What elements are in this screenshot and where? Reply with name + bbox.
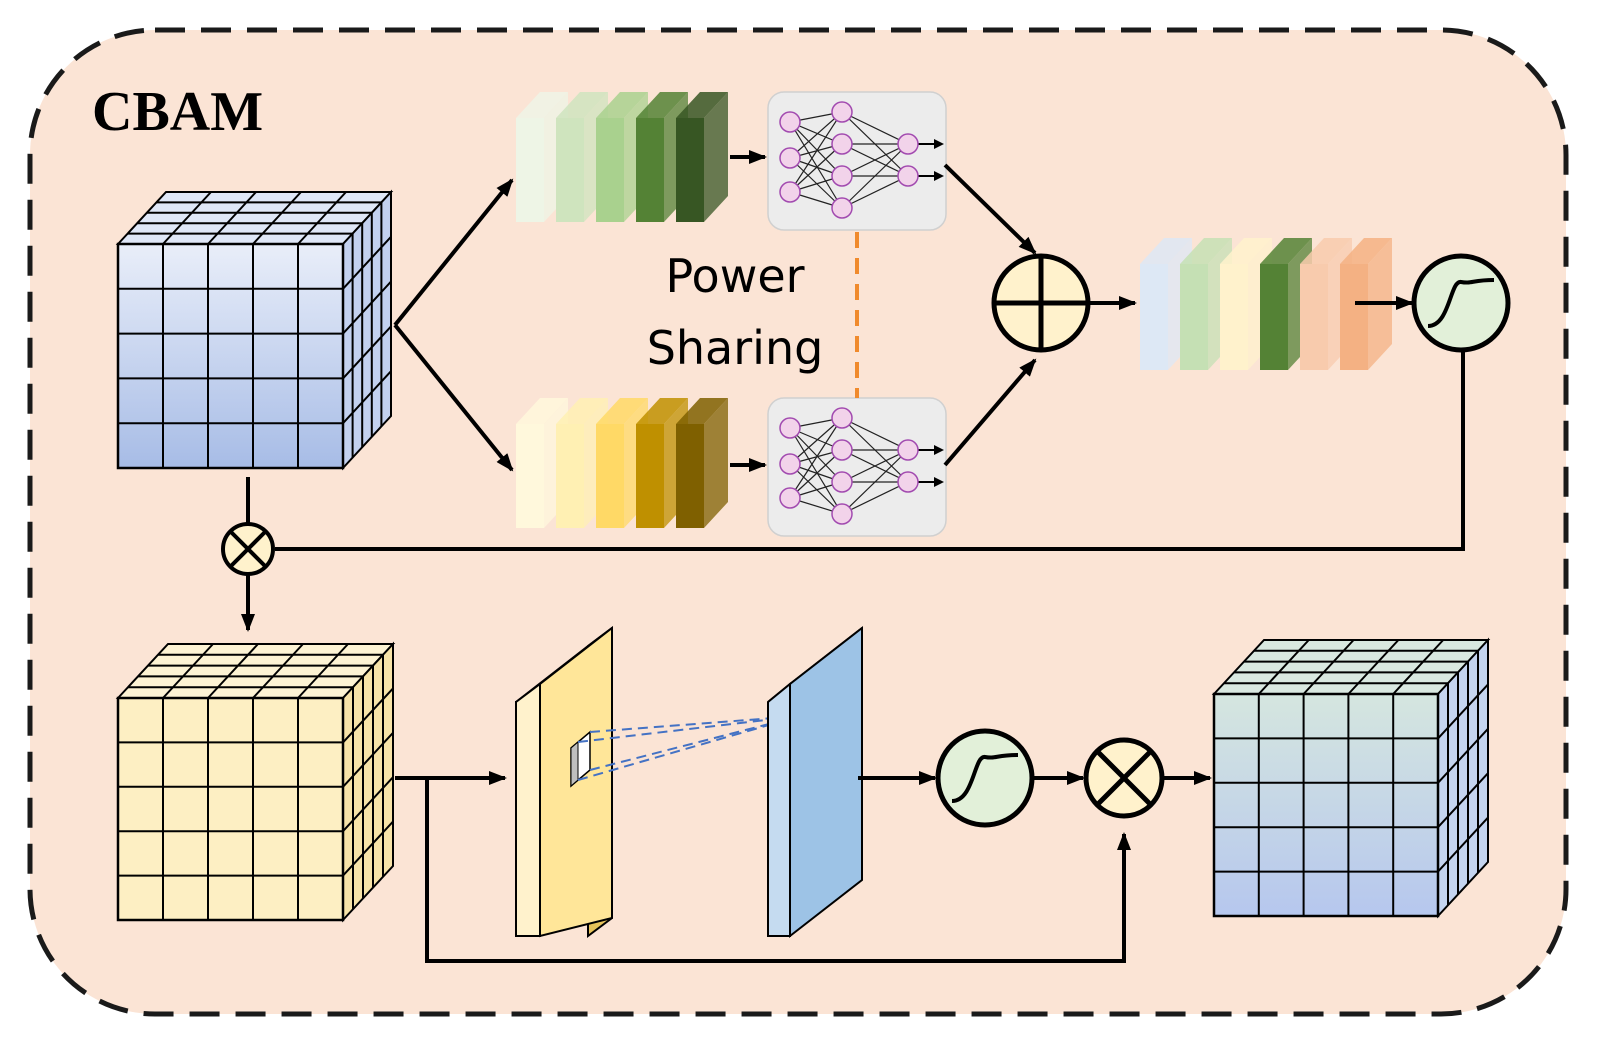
- sigmoid-icon: [935, 728, 1035, 828]
- mlp-neuron: [779, 487, 801, 509]
- arrow-to-max-pool: [393, 178, 514, 327]
- shared-label-line2: Sharing: [647, 321, 824, 375]
- refined-cube-front-face: [116, 696, 345, 922]
- element-wise-sum-icon: [991, 253, 1091, 353]
- mlp-neuron: [779, 181, 801, 203]
- mlp-neuron: [831, 101, 853, 123]
- mlp-neuron: [831, 133, 853, 155]
- mlp-neuron: [831, 407, 853, 429]
- mlp-neuron: [831, 197, 853, 219]
- shared-label-line1: Power: [665, 249, 804, 303]
- input-cube-front-face: [116, 242, 345, 470]
- channel-refined-feature-cube: [115, 641, 396, 923]
- mlp-neuron: [831, 471, 853, 493]
- refined-cube-grid-lines: [118, 643, 394, 920]
- element-wise-multiply-icon: [1083, 737, 1165, 819]
- mlp-neuron: [779, 111, 801, 133]
- channel-attention-stack: [1140, 238, 1392, 370]
- mlp-network-icon: [767, 91, 947, 231]
- input-feature-cube: [115, 189, 394, 471]
- diagram-title: CBAM: [92, 81, 263, 143]
- mlp-neuron: [779, 147, 801, 169]
- max-pool-descriptor-stack: [516, 92, 728, 222]
- sigmoid-icon: [1411, 253, 1511, 353]
- mlp-connections: [789, 417, 909, 515]
- arrow-mlp-bottom-to-sum: [943, 358, 1037, 467]
- arrow-to-avg-pool: [393, 323, 514, 472]
- input-cube-grid-lines: [118, 191, 392, 468]
- shared-mlp-bottom: [767, 397, 947, 537]
- spatial-attention-map: [767, 625, 863, 939]
- mlp-neuron: [897, 471, 919, 493]
- convolution-receptive-field-lines: [577, 715, 801, 781]
- spatial-skip-connection: [425, 778, 1131, 963]
- mlp-neuron: [831, 503, 853, 525]
- arrow-mlp-top-to-sum: [943, 163, 1037, 255]
- max-pool-block: [676, 92, 728, 222]
- mlp-neuron: [897, 133, 919, 155]
- mlp-neuron: [831, 165, 853, 187]
- spatial-pooled-map: [515, 625, 613, 938]
- mlp-neuron: [779, 453, 801, 475]
- mlp-neuron: [897, 165, 919, 187]
- shared-mlp-top: [767, 91, 947, 231]
- avg-pool-block: [676, 398, 728, 528]
- channel-weight-feedback-line: [275, 350, 1465, 551]
- mlp-neuron: [831, 439, 853, 461]
- output-cube-front-face: [1212, 692, 1440, 918]
- mlp-neuron: [779, 417, 801, 439]
- element-wise-multiply-icon: [221, 522, 275, 576]
- mlp-neuron: [897, 439, 919, 461]
- avg-pool-descriptor-stack: [516, 398, 728, 528]
- output-cube-grid-lines: [1214, 639, 1489, 916]
- refined-output-cube: [1211, 637, 1491, 919]
